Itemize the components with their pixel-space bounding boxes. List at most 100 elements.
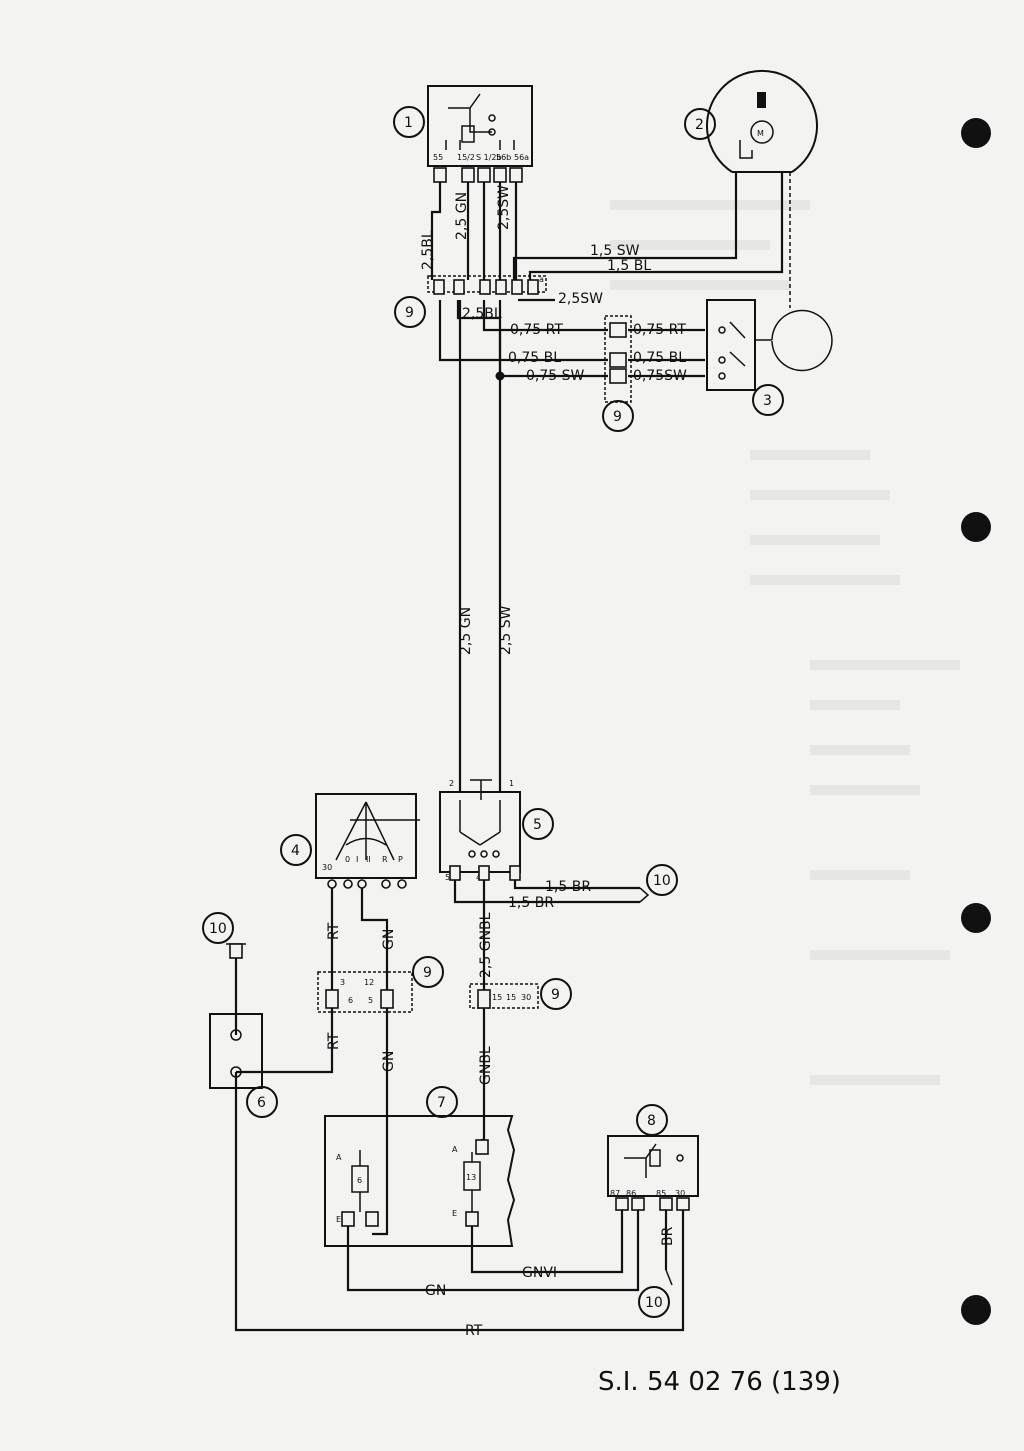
component-10-ground-c: 10 xyxy=(638,1269,673,1318)
wire-label: BR xyxy=(660,1226,676,1246)
c8-pin-label: 86 xyxy=(626,1189,636,1198)
component-9-connector-b: 9 xyxy=(602,315,634,432)
binder-hole xyxy=(961,118,991,148)
wire-label: GN xyxy=(381,1051,397,1072)
wire-label: 2,5 GN xyxy=(454,192,470,240)
c4-pin-label: 0 xyxy=(345,855,350,864)
component-10-ground-b: 10 xyxy=(639,864,678,903)
c1-pin-label: 15/2 xyxy=(457,153,475,162)
wire-labels: 2,5BL 2,5 GN 2,5SW 1,5 SW 1,5 BL 2,5SW 2… xyxy=(326,185,687,1339)
c9d-pin-label: 30 xyxy=(521,993,531,1002)
component-10c-number: 10 xyxy=(645,1295,663,1311)
component-1-relay-switch: 55 15/2 S 1/2b 56b 56a 1 xyxy=(393,85,533,183)
c9d-pin-label: 15 xyxy=(506,993,516,1002)
component-9-connector-d: 15 15 30 9 xyxy=(469,978,572,1010)
component-10a-number: 10 xyxy=(209,921,227,937)
wire-label: 2,5BL xyxy=(420,230,436,270)
c7-pin-label: E xyxy=(452,1209,457,1218)
wire-label: 0,75 SW xyxy=(526,368,585,384)
wire-label: GN xyxy=(425,1283,446,1299)
component-9-connector-a: a 9 xyxy=(394,275,547,328)
wire-label: 2,5 GNBL xyxy=(478,912,494,978)
wire-label: 1,5 BR xyxy=(545,879,591,895)
c9c-pin-label: 3 xyxy=(340,978,345,987)
wire-label: RT xyxy=(465,1323,483,1339)
c1-pin-label: 55 xyxy=(433,153,443,162)
wires xyxy=(234,172,791,1332)
component-9d-number: 9 xyxy=(551,987,560,1003)
c5-pin-label: 1 xyxy=(509,779,514,788)
sheet-reference-number: S.I. 54 02 76 (139) xyxy=(598,1367,841,1397)
component-9c-number: 9 xyxy=(423,965,432,981)
component-7-fuse-box: A 6 E A 13 E 7 xyxy=(324,1086,516,1247)
c7-fuse-label: 13 xyxy=(466,1173,476,1182)
binder-hole xyxy=(961,512,991,542)
wire-label: 2,5BL xyxy=(462,306,502,322)
component-10-ground-a: 10 xyxy=(202,912,246,959)
motor-symbol: M xyxy=(757,129,764,138)
c8-pin-label: 85 xyxy=(656,1189,666,1198)
component-9b-number: 9 xyxy=(613,409,622,425)
wire-label: GN xyxy=(381,929,397,950)
wire-label: 2,5SW xyxy=(558,291,603,307)
c9a-pin-label: a xyxy=(539,275,544,284)
component-4-number: 4 xyxy=(291,843,300,859)
component-10b-number: 10 xyxy=(653,873,671,889)
c9d-pin-label: 15 xyxy=(492,993,502,1002)
c5-pin-label: 5 xyxy=(445,873,450,882)
c7-pin-label: A xyxy=(452,1145,458,1154)
c9c-pin-label: 12 xyxy=(364,978,374,987)
component-5-number: 5 xyxy=(533,817,542,833)
bleed-through-text xyxy=(610,200,960,1085)
wire-label: 0,75SW xyxy=(633,368,687,384)
component-9-connector-c: 3 12 6 5 9 xyxy=(317,956,444,1013)
c4-pin-label: R xyxy=(382,855,388,864)
component-8-relay: 87 86 85 30 8 xyxy=(607,1104,699,1211)
c4-pin-label: 30 xyxy=(322,863,332,872)
c1-pin-label: S 1/2b xyxy=(476,153,502,162)
component-3-limit-switch: 3 xyxy=(706,299,833,416)
component-2-wiper-motor: M 2 xyxy=(684,69,818,173)
wire-label: 1,5 BR xyxy=(508,895,554,911)
wire-label: 2,5 GN xyxy=(458,607,474,655)
component-1-number: 1 xyxy=(404,115,413,131)
c4-pin-label: I xyxy=(356,855,358,864)
wire-label: 2,5 SW xyxy=(498,605,514,655)
wire-label: 0,75 RT xyxy=(510,322,563,338)
binder-holes xyxy=(961,118,991,1325)
wire-label: RT xyxy=(326,922,342,940)
wire-label: 1,5 SW xyxy=(590,243,640,259)
component-6-number: 6 xyxy=(257,1095,266,1111)
wire-label: GNBL xyxy=(478,1046,494,1085)
c5-pin-label: 2 xyxy=(449,779,454,788)
binder-hole xyxy=(961,903,991,933)
wire-label: RT xyxy=(326,1032,342,1050)
c4-pin-label: II xyxy=(366,855,371,864)
c1-pin-label: 56a xyxy=(514,153,529,162)
wire-label: 1,5 BL xyxy=(607,258,651,274)
c7-pin-label: E xyxy=(336,1215,341,1224)
wire-label: 2,5SW xyxy=(496,185,512,230)
component-6-pump: 6 xyxy=(209,1013,278,1118)
c1-pin-label: 56b xyxy=(496,153,511,162)
c8-pin-label: 30 xyxy=(675,1189,685,1198)
c7-fuse-label: 6 xyxy=(357,1176,362,1185)
binder-hole xyxy=(961,1295,991,1325)
c9c-pin-label: 6 xyxy=(348,996,353,1005)
c7-pin-label: A xyxy=(336,1153,342,1162)
wire-label: 0,75 BL xyxy=(633,350,686,366)
wire-label: GNVI xyxy=(522,1265,557,1281)
component-5-switch: 2 1 5 4 3 5 xyxy=(439,779,554,882)
c9c-pin-label: 5 xyxy=(368,996,373,1005)
component-3-number: 3 xyxy=(763,393,772,409)
wire-label: 0,75 BL xyxy=(508,350,561,366)
component-8-number: 8 xyxy=(647,1113,656,1129)
c4-pin-label: P xyxy=(398,855,403,864)
component-2-number: 2 xyxy=(695,117,704,133)
component-4-wiper-switch: 30 0 I II R P 4 xyxy=(280,793,420,889)
c8-pin-label: 87 xyxy=(610,1189,620,1198)
component-9a-number: 9 xyxy=(405,305,414,321)
wire-label: 0,75 RT xyxy=(633,322,686,338)
